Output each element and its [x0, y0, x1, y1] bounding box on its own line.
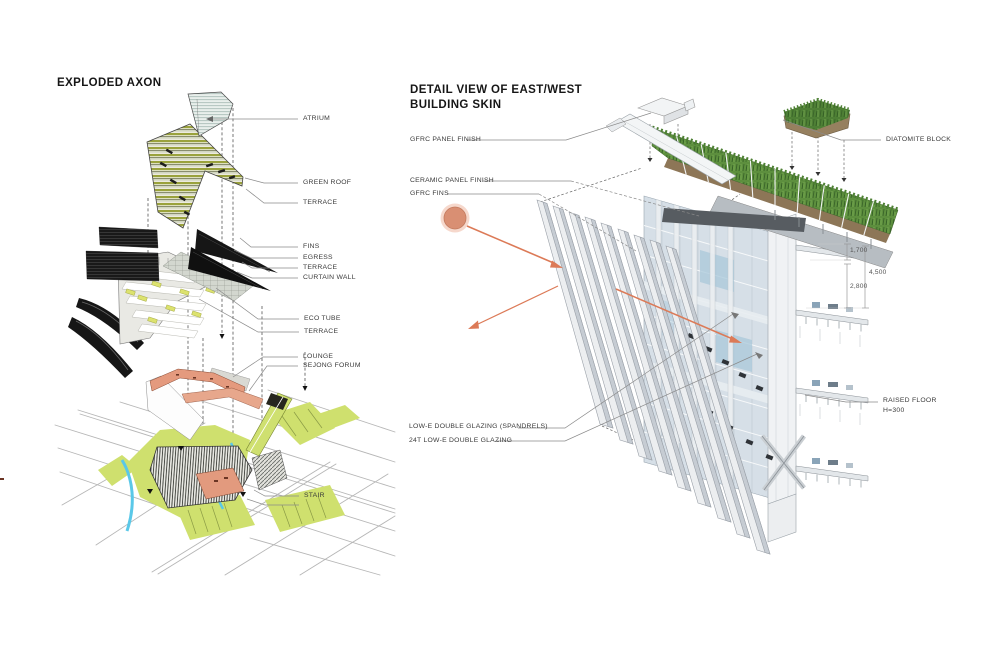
eco-tube-highlights	[125, 280, 216, 324]
dimension-lines	[806, 243, 869, 309]
right-leader-arrows	[731, 312, 763, 359]
label-atrium: ATRIUM	[303, 115, 331, 122]
sun-icon	[440, 203, 470, 233]
site-building-annex	[251, 449, 288, 491]
gfrc-panel-shape	[637, 97, 696, 125]
exploded-axon-drawing	[0, 91, 396, 576]
label-ceramic-panel-finish: CERAMIC PANEL FINISH	[410, 177, 494, 184]
building-skin-detail-drawing	[440, 97, 899, 555]
label-gfrc-fins: GFRC FINS	[410, 190, 449, 197]
dimension-1700: 1,700	[850, 247, 868, 254]
label-terrace-2: TERRACE	[303, 264, 338, 271]
label-sejong-forum: SEJONG FORUM	[303, 362, 361, 369]
right-title-line2: BUILDING SKIN	[410, 99, 502, 111]
site-courtyard-marks	[0, 477, 228, 482]
atrium-shape	[187, 91, 234, 137]
label-fins: FINS	[303, 243, 320, 250]
floor-plate	[795, 458, 869, 488]
label-raised-floor-height: H=300	[883, 407, 905, 414]
label-raised-floor: RAISED FLOOR	[883, 397, 937, 404]
dimension-4500: 4,500	[869, 269, 887, 276]
label-gfrc-panel-finish: GFRC PANEL FINISH	[410, 136, 482, 143]
right-title-line1: DETAIL VIEW OF EAST/WEST	[410, 84, 583, 96]
left-title: EXPLODED AXON	[57, 77, 162, 89]
green-roof-shape	[146, 123, 244, 229]
floor-plates	[795, 244, 869, 488]
floor-plate	[795, 380, 869, 425]
parapet-beam	[615, 113, 737, 185]
label-low-e-spandrels: LOW-E DOUBLE GLAZING (SPANDRELS)	[409, 423, 548, 430]
site-stream	[120, 459, 134, 532]
fin-bars	[85, 226, 160, 282]
sejong-forum-ramp	[245, 392, 293, 457]
lounge-level	[145, 367, 264, 441]
label-terrace-1: TERRACE	[303, 199, 338, 206]
sunlight-arrows	[466, 225, 742, 343]
right-leader-lines	[447, 112, 881, 442]
diatomite-block-shape	[783, 97, 851, 139]
label-eco-tube: ECO TUBE	[304, 315, 341, 322]
left-leader-lines	[198, 118, 299, 506]
label-low-e-24t: 24T LOW-E DOUBLE GLAZING	[409, 437, 513, 444]
atrium-leader-arrow	[206, 116, 213, 122]
base-bracing	[760, 434, 807, 543]
label-curtain-wall: CURTAIN WALL	[303, 274, 356, 281]
site-arrows	[147, 446, 246, 497]
label-stair: STAIR	[304, 492, 325, 499]
label-lounge: LOUNGE	[303, 353, 334, 360]
label-terrace-3: TERRACE	[304, 328, 339, 335]
site-parcel-hatch	[187, 408, 327, 535]
floor-plate	[795, 302, 869, 347]
dimension-2800: 2,800	[850, 283, 868, 290]
label-egress: EGRESS	[303, 254, 333, 261]
site-courtyard	[195, 467, 245, 500]
label-green-roof: GREEN ROOF	[303, 179, 352, 186]
label-diatomite-block: DIATOMITE BLOCK	[886, 136, 952, 143]
site-plan	[0, 389, 396, 576]
